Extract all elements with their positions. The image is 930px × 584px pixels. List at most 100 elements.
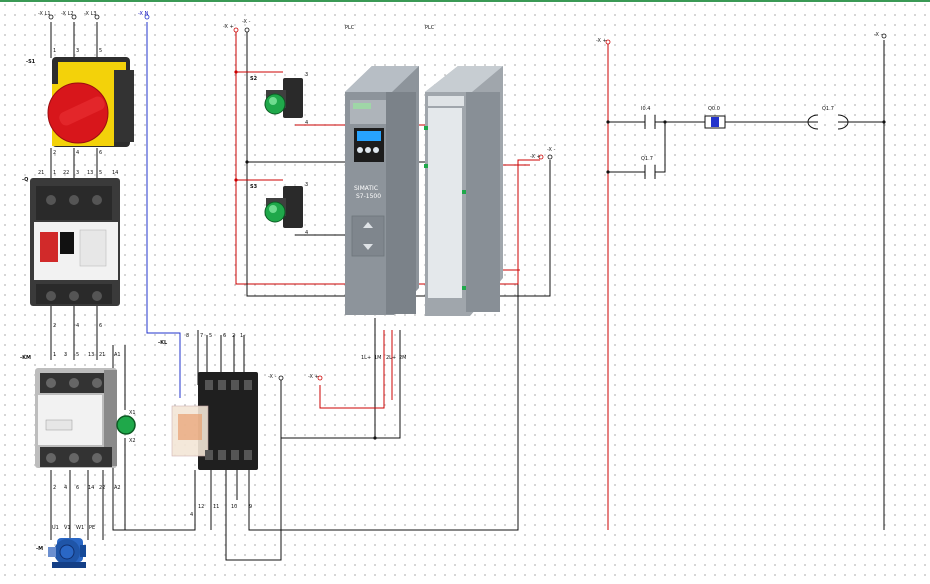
- label-plc-minus: -X -: [242, 19, 251, 25]
- wire-neutral: [146, 22, 181, 398]
- ladder-rung2-contact: Q1.7: [641, 156, 653, 162]
- label-right-plus: -X +: [530, 154, 541, 160]
- s3-contact-4: 4: [305, 230, 309, 236]
- ms-term-1: 1: [53, 48, 57, 54]
- lamp-x2: X2: [129, 438, 136, 444]
- push-button-s3[interactable]: [264, 186, 303, 228]
- mb-term-1: 1: [53, 170, 57, 176]
- terminal-bottom-plus: [317, 375, 323, 381]
- relay-pin-11: 11: [213, 504, 220, 510]
- label-ladder-plus: -X +: [596, 38, 607, 44]
- interface-relay[interactable]: [171, 372, 258, 470]
- terminal-right-plus: [538, 154, 544, 160]
- plc-term-1m: 1M: [374, 355, 382, 361]
- ladder-coil: [807, 114, 849, 130]
- terminal-l1: [48, 14, 54, 20]
- label-l1: -X L1: [38, 11, 51, 17]
- plc-term-1lplus: 1L+: [361, 355, 372, 361]
- label-right-minus: -X -: [547, 147, 556, 153]
- tag-s3: S3: [250, 184, 258, 190]
- motor-breaker[interactable]: [30, 178, 120, 306]
- terminal-n: [144, 14, 150, 20]
- terminal-l3: [94, 14, 100, 20]
- relay-pin-4: 4: [190, 512, 194, 518]
- mb-term-2: 2: [53, 323, 57, 329]
- mb-aux-14: 14: [112, 170, 119, 176]
- relay-pin-2: 2: [232, 333, 236, 339]
- km-term-21: 21: [99, 352, 106, 358]
- wire-plc-plus: [235, 30, 540, 285]
- terminal-plc-minus: [244, 27, 250, 33]
- plc-term-2lplus: 2L+: [386, 355, 397, 361]
- terminal-ladder-plus: [605, 39, 611, 45]
- relay-pin-6: 6: [223, 333, 227, 339]
- terminal-plc-plus: [233, 27, 239, 33]
- label-bottom-plus: -X +: [308, 374, 319, 380]
- plc-io-module[interactable]: [424, 66, 503, 316]
- label-ladder-minus: -X -: [874, 32, 883, 38]
- tag-contactor: -KM: [20, 355, 31, 361]
- plc-model: S7-1500: [356, 193, 382, 200]
- wire-relay-to-minus: [225, 380, 282, 561]
- label-n: -X N: [138, 11, 149, 17]
- ms-term-5: 5: [99, 48, 103, 54]
- plc-term-2m: 2M: [399, 355, 407, 361]
- km-term-6: 6: [76, 485, 80, 491]
- terminal-ladder-minus: [881, 33, 887, 39]
- contactor-km[interactable]: [35, 368, 117, 468]
- ms-term-4: 4: [76, 150, 80, 156]
- relay-pin-8: 8: [186, 333, 190, 339]
- wires: [50, 22, 885, 561]
- motor-pe: PE: [89, 525, 96, 531]
- mb-aux-21: 21: [38, 170, 45, 176]
- motor-v1: V1: [64, 525, 71, 531]
- wire-plc-1m: [375, 330, 401, 439]
- tag-relay: -KL: [158, 340, 168, 346]
- s2-contact-4: 4: [305, 120, 309, 126]
- label-l2: -X L2: [61, 11, 74, 17]
- ladder-rung1-coil: Q1.7: [822, 106, 834, 112]
- km-term-3: 3: [64, 352, 68, 358]
- junction-dots: [234, 70, 886, 440]
- ladder-contact-rung1: [644, 115, 656, 129]
- ladder-output-element: [704, 115, 726, 129]
- s2-contact-3: 3: [305, 72, 309, 78]
- label-l3: -X L3: [84, 11, 97, 17]
- ms-term-3: 3: [76, 48, 80, 54]
- wire-lamp-bottom: [124, 438, 196, 531]
- km-term-22: 22: [99, 485, 106, 491]
- terminal-relay-minus: [278, 375, 284, 381]
- mb-term-4: 4: [76, 323, 80, 329]
- terminal-l2: [71, 14, 77, 20]
- main-switch[interactable]: [47, 57, 134, 147]
- tag-main-switch: -S1: [26, 59, 36, 65]
- label-plc-plus: -X +: [223, 24, 234, 30]
- ladder-rung1-contact: I0.4: [641, 106, 651, 112]
- lamp-x1: X1: [129, 410, 136, 416]
- ms-term-2: 2: [53, 150, 57, 156]
- mb-aux-13: 13: [87, 170, 94, 176]
- mb-term-3: 3: [76, 170, 80, 176]
- relay-pin-10: 10: [231, 504, 238, 510]
- relay-pin-7: 7: [200, 333, 204, 339]
- s3-contact-3: 3: [305, 182, 309, 188]
- motor-icon[interactable]: [48, 538, 86, 568]
- header-plc-b: PLC: [425, 25, 435, 31]
- wire-output-return: [248, 283, 519, 531]
- wire-relay-plc: [281, 318, 376, 439]
- km-term-14: 14: [88, 485, 95, 491]
- km-term-1: 1: [53, 352, 57, 358]
- tag-s2: S2: [250, 76, 258, 82]
- relay-pin-1: 1: [240, 333, 244, 339]
- relay-pin-9: 9: [249, 504, 253, 510]
- ladder-contact-rung2: [644, 165, 656, 179]
- push-button-s2[interactable]: [264, 78, 303, 118]
- km-term-4: 4: [64, 485, 68, 491]
- plc-cpu[interactable]: [345, 66, 419, 315]
- motor-w1: W1: [76, 525, 85, 531]
- title-bar-border: [0, 0, 930, 2]
- km-term-13: 13: [88, 352, 95, 358]
- plc-brand: SIMATIC: [354, 185, 379, 192]
- relay-pin-12: 12: [198, 504, 205, 510]
